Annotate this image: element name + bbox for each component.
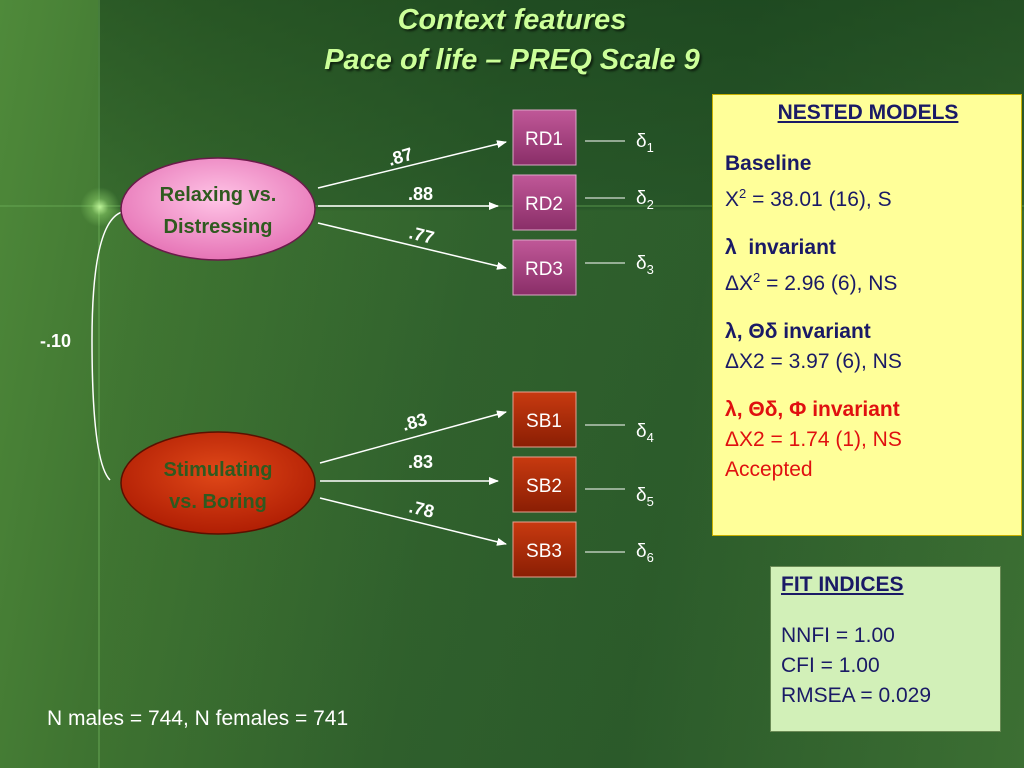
correlation-label: -.10 <box>40 331 71 351</box>
indicator-box-rd1 <box>512 109 577 166</box>
factor-relaxing-distressing <box>120 157 316 261</box>
error-term-2: δ2 <box>636 188 654 212</box>
factor1-label-line1: Relaxing vs. <box>160 184 277 206</box>
fit-cfi: CFI = 1.00 <box>781 654 880 677</box>
loading-arrow-rd1 <box>317 140 507 189</box>
loading-label-rd3: .77 <box>407 222 436 247</box>
error-term-6: δ6 <box>636 541 654 565</box>
model1-label: λ invariant <box>725 236 836 259</box>
indicator-box-sb2 <box>512 456 577 513</box>
model3-label: λ, Θδ, Φ invariant <box>725 398 900 421</box>
indicator-label-rd1: RD1 <box>525 129 563 150</box>
nested-models-heading: NESTED MODELS <box>777 101 959 124</box>
indicator-label-sb3: SB3 <box>526 541 562 562</box>
indicator-label-rd2: RD2 <box>525 194 563 215</box>
indicator-label-sb2: SB2 <box>526 476 562 497</box>
baseline-chi: X2 = 38.01 (16), S <box>725 186 892 211</box>
factor1-label-line2: Distressing <box>164 216 273 238</box>
error-term-1: δ1 <box>636 131 654 155</box>
factor-correlation-curve <box>91 211 123 481</box>
error-term-3: δ3 <box>636 253 654 277</box>
indicator-box-rd3 <box>512 239 577 296</box>
factor2-label-line2: vs. Boring <box>169 491 267 513</box>
indicator-box-rd2 <box>512 174 577 231</box>
fit-nnfi: NNFI = 1.00 <box>781 624 895 647</box>
decorative-vertical-line <box>98 0 100 768</box>
loading-arrow-rd3 <box>317 222 507 270</box>
fit-indices-panel: FIT INDICES NNFI = 1.00 CFI = 1.00 RMSEA… <box>770 566 1001 732</box>
model3-status: Accepted <box>725 458 813 481</box>
decorative-glow <box>80 187 120 227</box>
slide-subtitle: Pace of life – PREQ Scale 9 <box>324 44 700 76</box>
nested-models-panel: NESTED MODELS Baseline X2 = 38.01 (16), … <box>712 94 1022 536</box>
loading-label-rd2: .88 <box>408 184 433 204</box>
factor2-label-line1: Stimulating <box>164 459 273 481</box>
indicator-box-sb1 <box>512 391 577 448</box>
model2-chi: ΔX2 = 3.97 (6), NS <box>725 350 902 373</box>
model1-chi: ΔX2 = 2.96 (6), NS <box>725 270 898 295</box>
loading-arrow-sb3 <box>319 497 507 546</box>
indicator-label-rd3: RD3 <box>525 259 563 280</box>
factor-stimulating-boring <box>120 431 316 535</box>
indicator-box-sb3 <box>512 521 577 578</box>
baseline-label: Baseline <box>725 152 812 175</box>
error-term-4: δ4 <box>636 421 654 445</box>
loading-label-sb3: .78 <box>407 496 436 521</box>
indicator-label-sb1: SB1 <box>526 411 562 432</box>
loading-label-sb2: .83 <box>408 452 433 472</box>
loading-label-sb1: .83 <box>400 409 429 435</box>
error-term-5: δ5 <box>636 485 654 509</box>
slide-title: Context features <box>397 4 627 36</box>
loading-arrow-sb1 <box>319 410 507 464</box>
model3-chi: ΔX2 = 1.74 (1), NS <box>725 428 902 451</box>
sample-size-footer: N males = 744, N females = 741 <box>47 707 349 730</box>
fit-indices-heading: FIT INDICES <box>781 573 904 596</box>
decorative-horizontal-line <box>0 205 1024 207</box>
fit-rmsea: RMSEA = 0.029 <box>781 684 932 707</box>
model2-label: λ, Θδ invariant <box>725 320 871 343</box>
